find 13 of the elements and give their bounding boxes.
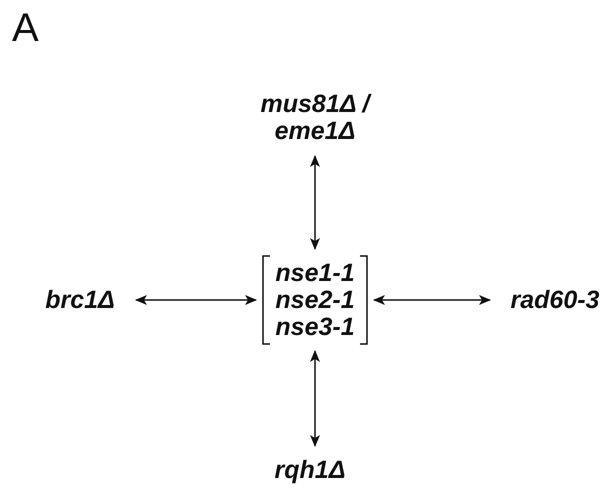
gene-label: rad60-3 (496, 283, 614, 317)
double-arrow (310, 155, 320, 250)
double-arrow (373, 295, 491, 305)
double-arrow (310, 350, 320, 447)
double-arrow (135, 295, 257, 305)
gene-label: mus81Δ / eme1Δ (230, 86, 400, 150)
bracketed-gene-group (262, 255, 368, 345)
gene-name: nse3-1 (275, 314, 355, 340)
gene-label: brc1Δ (30, 283, 130, 317)
panel-letter: A (12, 8, 39, 48)
gene-label: rqh1Δ (255, 452, 365, 488)
gene-name: nse2-1 (275, 286, 355, 314)
gene-name: nse1-1 (275, 260, 355, 286)
